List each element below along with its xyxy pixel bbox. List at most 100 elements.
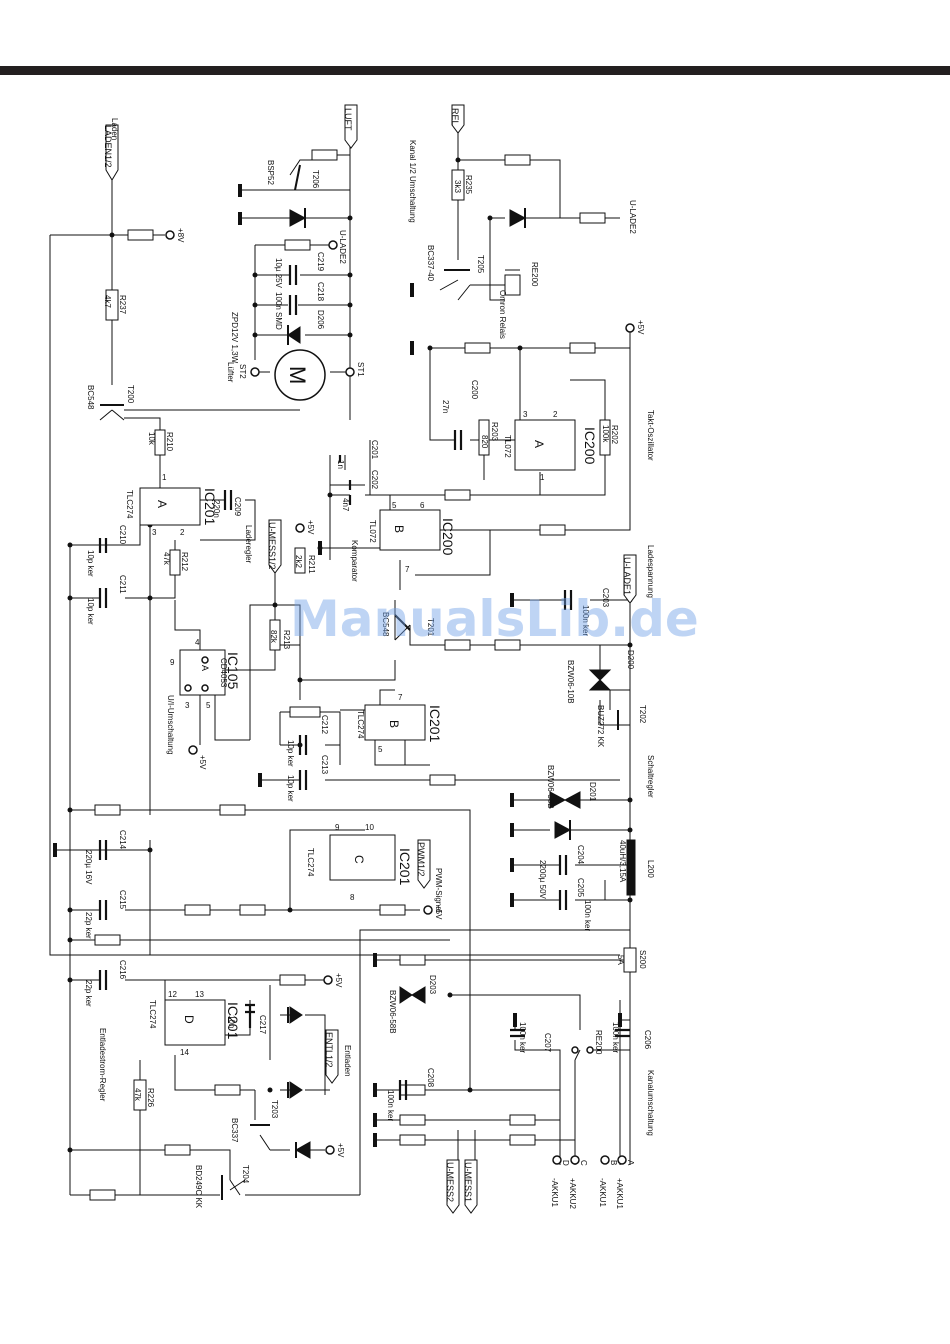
- pin-a: A: [626, 1160, 635, 1166]
- label-plus5v-c: +5V: [198, 755, 207, 770]
- part-label-st1: ST1: [356, 362, 365, 377]
- part-label-c216: C216: [118, 960, 127, 980]
- part-label-c213: C213: [320, 755, 329, 775]
- connector-u-mess2: U-MESS2: [445, 1162, 455, 1202]
- label-entladen: Entladen: [343, 1045, 352, 1077]
- resistor-r237-body: [105, 289, 119, 321]
- label-akku-m1b: -AKKU1: [598, 1178, 607, 1207]
- part-label-c205: C205: [576, 878, 585, 898]
- label-plus5v-f: +5V: [336, 1143, 345, 1158]
- part-label-r203v: 820: [480, 435, 489, 449]
- part-label-r211v: 2k2: [294, 555, 303, 568]
- part-label-d200t: BZW06-10B: [566, 660, 575, 704]
- part-label-r237v: 4k7: [103, 295, 112, 308]
- label-akku-p2: +AKKU2: [568, 1178, 577, 1209]
- fuse-s200-box: [623, 947, 637, 973]
- connector-laden: LADEN1/2: [103, 125, 113, 168]
- resistors: [89, 149, 611, 1201]
- ic200-unit: A: [532, 440, 546, 448]
- terminals: [165, 230, 635, 1165]
- ic201a-name: IC201: [202, 488, 218, 526]
- ic105-type: CD4053: [219, 658, 228, 688]
- part-label-c206v: 100n ker: [611, 1022, 620, 1053]
- part-label-t204t: BD249C KK: [194, 1165, 203, 1209]
- label-laden: Laden: [110, 118, 119, 140]
- ic201b-box: [364, 704, 426, 741]
- part-label-c214: C214: [118, 830, 127, 850]
- resistor-r235-body: [451, 169, 465, 201]
- connector-u-mess1: U-MESS1: [463, 1162, 473, 1202]
- svg-text:3: 3: [523, 410, 528, 419]
- part-label-r203: R203: [490, 422, 499, 442]
- part-label-l200v: 40uH/3,15A: [618, 840, 627, 883]
- label-plus8v: +8V: [176, 228, 185, 243]
- part-label-t201t: BC548: [381, 612, 390, 637]
- part-label-d201t: BZW06-58B: [546, 765, 555, 809]
- part-label-t202: T202: [638, 705, 647, 724]
- part-label-t203t: BC337: [230, 1118, 239, 1143]
- part-label-d201: D201: [588, 782, 597, 802]
- ic201c-name: IC201: [397, 848, 413, 886]
- label-plus5v-e: +5V: [334, 973, 343, 988]
- ic200b-name: IC200: [440, 518, 456, 556]
- part-label-c205v: 100n ker: [583, 900, 592, 931]
- part-label-c208v: 100n ker: [386, 1090, 395, 1121]
- svg-text:2: 2: [180, 528, 185, 537]
- part-label-s200v: 5A: [616, 955, 625, 965]
- part-label-c219v: 10µ 25V: [274, 258, 283, 289]
- ic201a-type: TLC274: [125, 490, 134, 519]
- part-label-c212v: 10p ker: [286, 740, 295, 767]
- part-label-c217: C217: [258, 1015, 267, 1035]
- svg-text:14: 14: [180, 1048, 189, 1057]
- part-label-r202: R202: [610, 425, 619, 445]
- resistor-plus8v-body: [127, 229, 154, 241]
- part-label-t200t: BC548: [86, 385, 95, 410]
- part-label-c200: C200: [470, 380, 479, 400]
- part-label-t201: T201: [426, 618, 435, 637]
- connector-entl: ENTL1/2: [324, 1032, 334, 1068]
- part-label-c213v: 10p ker: [286, 775, 295, 802]
- ic200-name: IC200: [582, 427, 598, 465]
- rotated-labels: Laden LADEN1/2 LUFT REL U-LADE1 U-MESS1/…: [84, 108, 655, 1209]
- op-amp-boxes: [139, 274, 637, 1046]
- label-plus5v-b: +5V: [306, 520, 315, 535]
- svg-text:3: 3: [185, 701, 190, 710]
- part-label-c216v: 22p ker: [84, 980, 93, 1007]
- part-label-c210: C210: [118, 525, 127, 545]
- part-label-c209: C209: [233, 497, 242, 517]
- part-label-r213: R213: [282, 630, 291, 650]
- part-label-r213v: 82k: [269, 630, 278, 644]
- part-label-c217v: 10n: [227, 1015, 236, 1028]
- label-pwm-signal: PWM-Signal: [434, 868, 443, 913]
- part-label-c203v: 100n ker: [581, 605, 590, 636]
- fan-motor: [274, 349, 326, 401]
- ic201b-type: TLC274: [356, 710, 365, 739]
- part-label-t206lt: BSP52: [266, 160, 275, 185]
- part-label-c207v: 100n ker: [518, 1022, 527, 1053]
- label-plus5v-a: +5V: [636, 320, 645, 335]
- pin-c: C: [579, 1160, 588, 1166]
- diodes: [287, 208, 612, 1159]
- part-label-c208: C208: [426, 1068, 435, 1088]
- part-label-d203t: BZW06-58B: [388, 990, 397, 1034]
- ic201d-box: [164, 999, 226, 1046]
- part-label-c209v: 220n: [212, 500, 221, 518]
- part-label-c203: C203: [601, 588, 610, 608]
- part-label-t205t: BC337-40: [426, 245, 435, 282]
- ic201d-type: TLC274: [148, 1000, 157, 1029]
- part-label-t205: T205: [476, 255, 485, 274]
- part-label-r235v: 3k3: [453, 180, 462, 193]
- ic200-type: TL072: [503, 435, 512, 458]
- part-label-t203: T203: [270, 1100, 279, 1119]
- ic201a-box: [139, 487, 201, 526]
- part-label-r212: R212: [180, 552, 189, 572]
- part-label-c215v: 22p ker: [84, 912, 93, 939]
- label-luefter: Lüfter: [226, 362, 235, 383]
- label-komparator: Komparator: [350, 540, 359, 582]
- part-label-c204: C204: [576, 845, 585, 865]
- pin-b: B: [609, 1160, 618, 1165]
- part-label-st2: ST2: [238, 364, 247, 379]
- label-ui-umsch: U/I-Umschaltung: [166, 695, 175, 755]
- motor: M: [274, 349, 326, 401]
